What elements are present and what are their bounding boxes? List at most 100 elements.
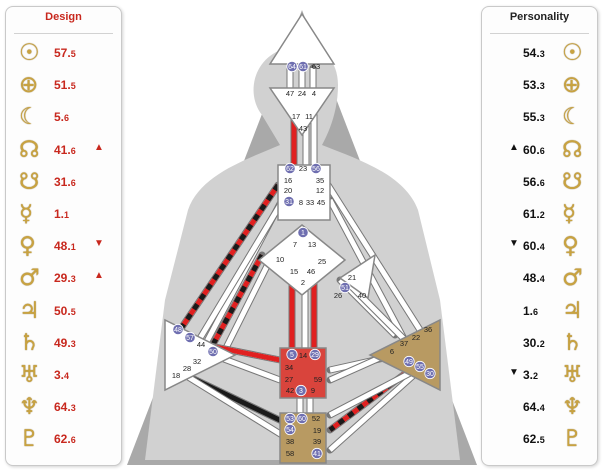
line-number: 5 [70,49,76,59]
gate-number: 57 [186,335,194,342]
gate-number: 18 [172,371,180,380]
planet-row: ☋56.6 [482,169,597,196]
gate-line-value: 48.4 [523,271,545,285]
gate-number: 55. [523,110,540,125]
line-number: 6 [533,306,539,317]
planet-row: ☿1.1 [6,201,121,228]
line-number: 5 [539,435,545,446]
gate-badge [414,360,426,373]
uranus-icon: ♅ [19,362,40,388]
gate-number: 23 [299,164,307,173]
line-number: 6 [70,145,76,156]
divider [14,33,113,34]
gate-number: 49 [405,359,413,366]
line-number: 3 [70,274,76,285]
gate-number: 1 [301,230,305,237]
gate-number: 64. [54,400,71,415]
planet-row: ♂29.3▲ [6,265,121,292]
gate-number: 3. [54,368,65,382]
gate-line-value: 1.1 [54,207,69,221]
channel [187,203,283,357]
gate-number: 50 [209,349,217,356]
line-number: 3 [539,113,545,124]
gate-badge [310,162,322,175]
gate-number: 53 [286,416,294,423]
gate-number: 30 [426,371,434,378]
planet-row: ⊕53.3 [482,72,597,99]
gate-number: 1. [523,303,534,318]
gate-line-value: 49.3 [54,336,76,350]
line-number: 2 [533,371,539,381]
gate-line-value: 1.6 [523,304,538,318]
gate-number: 29. [54,271,71,286]
gate-badge [286,348,298,361]
gate-badge [296,412,308,425]
channel-personality [177,183,281,332]
centers [164,12,441,464]
line-number: 6 [70,177,76,188]
gate-line-value: 57.5 [54,46,76,60]
earth-icon: ⊕ [562,72,582,99]
gate-number: 40 [358,291,366,300]
arrow-down-icon: ▼ [94,238,104,250]
gate-number: 5. [54,110,65,125]
gate-number: 63 [312,62,320,71]
gate-line-value: 3.4 [54,368,69,382]
design-panel: Design ☉57.5⊕51.5☾5.6☊41.6▲☋31.6☿1.1♀48.… [5,6,122,466]
gate-number: 62. [523,432,540,447]
planet-row: ♅3.2▼ [482,362,597,389]
planet-row: ♂48.4 [482,265,597,292]
gate-badge [297,60,309,73]
gate-badge [297,226,309,239]
planet-row: ♆64.4 [482,394,597,421]
pluto-icon: ♇ [19,426,40,453]
gate-number: 60. [523,239,540,254]
arrow-up-icon: ▲ [94,141,104,153]
gate-number: 51 [341,285,349,292]
line-number: 3 [70,338,76,349]
gate-number: 61 [299,64,307,71]
gate-badge [284,412,296,425]
gate-number: 55 [416,364,424,371]
line-number: 3 [70,403,76,414]
gate-number: 8 [299,198,303,207]
line-number: 2 [539,338,545,349]
throat-center [277,164,331,221]
ego-center [338,253,377,300]
gate-number: 57. [54,46,71,60]
gate-badge [286,60,298,73]
saturn-icon: ♄ [562,329,583,356]
line-number: 6 [70,435,76,446]
gate-number: 43 [299,124,307,133]
gate-badge [311,447,323,460]
line-number: 2 [539,210,545,220]
channel [222,258,273,352]
line-number: 1 [64,210,70,220]
line-number: 6 [539,177,545,188]
gate-number: 64 [288,64,296,71]
gate-number: 64. [523,400,540,415]
gate-number: 41. [54,142,71,157]
gate-badge [283,195,295,208]
gate-number: 37 [400,339,408,348]
gate-line-value: 3.2 [523,368,538,382]
gate-number: 60. [523,142,540,157]
south-node-icon: ☋ [562,168,583,195]
divider [490,33,589,34]
gate-number: 60 [298,416,306,423]
neptune-icon: ♆ [19,394,40,421]
gate-number: 9 [311,386,315,395]
gate-line-value: 48.1 [54,239,76,253]
gate-line-value: 60.6 [523,143,545,157]
gate-number: 13 [308,240,316,249]
arrow-up-icon: ▲ [94,270,104,282]
gate-number: 50. [54,303,71,318]
gate-line-value: 60.4 [523,239,545,253]
gate-number: 48 [174,327,182,334]
gate-number: 31. [54,174,71,189]
gate-number: 26 [334,291,342,300]
line-number: 6 [539,145,545,156]
arrow-up-icon: ▲ [509,141,519,153]
venus-icon: ♀ [19,233,36,260]
sun-icon: ☉ [562,40,583,66]
